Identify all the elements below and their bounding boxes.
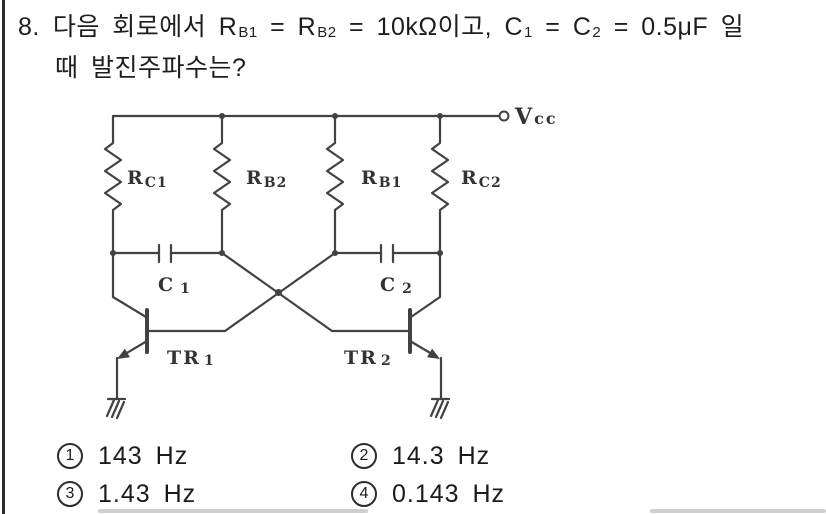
resistor-rc1-label: RC1 <box>127 167 168 191</box>
transistor-tr2-icon <box>408 251 443 400</box>
transistor-tr1-icon <box>111 251 149 400</box>
option-2-circled-number: 2 <box>351 443 377 469</box>
page-left-border <box>2 0 5 514</box>
scan-artifact <box>650 509 826 513</box>
option-1-label: 143 Hz <box>98 441 189 470</box>
question-number: 8. <box>18 13 40 41</box>
question-text-segment: = R <box>257 13 317 41</box>
cross-coupling-wires <box>146 251 411 333</box>
vcc-terminal-icon <box>498 110 510 122</box>
question-text-segment: = 0.5μF 일 <box>601 13 745 41</box>
subscript-b2: B2 <box>317 24 337 41</box>
question-line-1: 8. 다음 회로에서 RB1 = RB2 = 10kΩ이고, C1 = C2 = … <box>18 10 744 44</box>
resistor-rb2-label: RB2 <box>246 167 287 191</box>
option-1: 1 143 Hz <box>57 441 188 471</box>
option-2: 2 14.3 Hz <box>351 441 490 471</box>
ground-left-icon <box>105 397 127 420</box>
option-3-label: 1.43 Hz <box>98 479 197 508</box>
option-4: 4 0.143 Hz <box>351 479 505 509</box>
resistor-rb2-icon <box>212 114 232 255</box>
vcc-rail <box>111 110 510 122</box>
resistor-rc2-icon <box>430 114 450 255</box>
capacitor-c2-icon <box>333 243 442 264</box>
question-text-segment: = C <box>532 13 592 41</box>
option-1-circled-number: 1 <box>57 443 83 469</box>
question-line-2: 때 발진주파수는? <box>55 54 247 82</box>
resistor-rc2-label: RC2 <box>461 167 502 191</box>
resistor-rc1-icon <box>103 114 123 255</box>
question-text-segment: = 10kΩ이고, C <box>336 13 524 41</box>
ground-right-icon <box>429 397 451 420</box>
option-4-label: 0.143 Hz <box>392 479 506 508</box>
capacitor-c1-icon <box>111 243 224 264</box>
subscript-c1: 1 <box>524 24 533 41</box>
subscript-b1: B1 <box>238 24 258 41</box>
question-text-segment: 다음 회로에서 R <box>52 13 238 41</box>
option-3: 3 1.43 Hz <box>57 479 196 509</box>
option-2-label: 14.3 Hz <box>392 441 491 470</box>
resistor-rb1-label: RB1 <box>361 167 402 191</box>
scan-artifact <box>98 509 368 513</box>
option-4-circled-number: 4 <box>351 481 377 507</box>
subscript-c2: 2 <box>592 24 602 41</box>
vcc-label: Vcc <box>514 104 558 130</box>
resistor-rb1-icon <box>325 114 345 255</box>
option-3-circled-number: 3 <box>57 481 83 507</box>
